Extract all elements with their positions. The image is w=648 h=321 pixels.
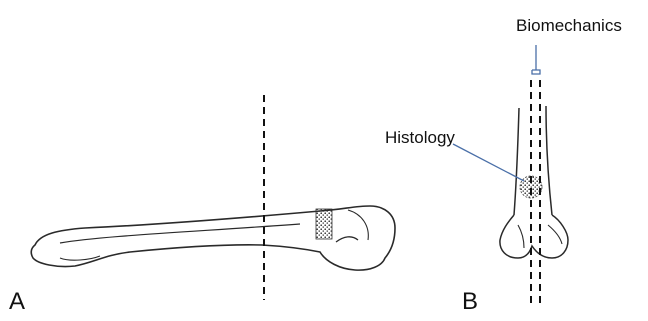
- panel-b-femur: [500, 80, 568, 306]
- femur-distal-end-outline: [500, 215, 568, 258]
- histology-leader: [453, 144, 524, 181]
- panel-label-a: A: [9, 290, 25, 314]
- femur-shaft-right-edge: [546, 106, 552, 215]
- femur-lateral-outline: [31, 206, 395, 270]
- histology-label: Histology: [385, 129, 455, 146]
- histology-sample-region-a: [316, 209, 332, 239]
- femur-shaft-left-edge: [514, 108, 519, 215]
- panel-a-femur: [31, 95, 395, 300]
- biomechanics-leader: [532, 45, 540, 74]
- panel-label-b: B: [462, 290, 478, 314]
- biomechanics-label: Biomechanics: [516, 17, 622, 34]
